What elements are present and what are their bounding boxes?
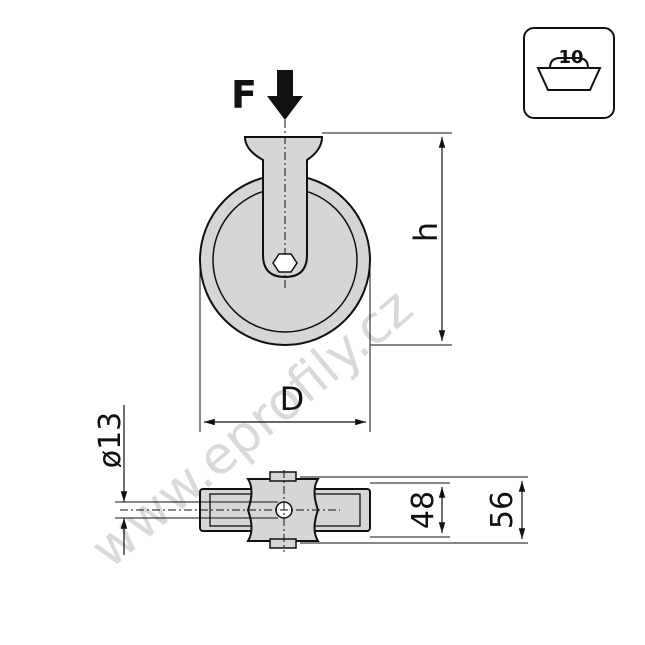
width-dimensions bbox=[300, 476, 528, 544]
height-label: h bbox=[407, 222, 445, 242]
profile-badge: 10 bbox=[523, 27, 615, 119]
wheel-top-view bbox=[120, 470, 371, 552]
bolt-label: ø13 bbox=[93, 412, 128, 469]
diameter-dimension bbox=[199, 262, 371, 432]
height-dimension bbox=[322, 132, 452, 346]
width-inner-label: 48 bbox=[406, 491, 441, 529]
force-label: F bbox=[231, 73, 257, 117]
wheel-side-view bbox=[199, 120, 371, 346]
diameter-label: D bbox=[280, 380, 305, 418]
bolt-dimension bbox=[115, 405, 278, 555]
force-arrow bbox=[267, 70, 303, 120]
width-outer-label: 56 bbox=[485, 491, 520, 529]
profile-number: 10 bbox=[558, 47, 583, 68]
